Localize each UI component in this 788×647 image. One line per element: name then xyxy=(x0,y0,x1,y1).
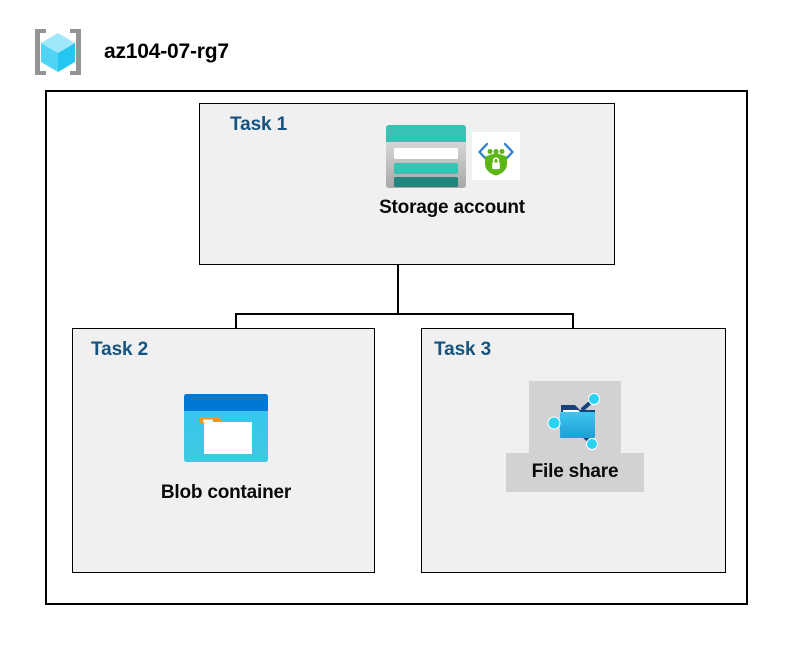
connector-storage-to-bus xyxy=(397,265,400,315)
blob-container-icon xyxy=(182,391,270,465)
resource-group-header: az104-07-rg7 xyxy=(30,26,229,78)
blob-container-caption: Blob container xyxy=(160,482,292,503)
resource-group-icon xyxy=(30,26,86,78)
file-share-caption: File share xyxy=(531,461,619,482)
storage-icon-row xyxy=(384,120,520,192)
private-link-shield-icon xyxy=(472,132,520,180)
task-box-3: Task 3 xyxy=(421,328,726,573)
node-file-share[interactable]: File share xyxy=(505,381,645,492)
node-blob-container[interactable]: Blob container xyxy=(161,391,291,504)
task-3-label: Task 3 xyxy=(434,339,492,360)
task-2-label: Task 2 xyxy=(91,339,149,360)
file-share-icon xyxy=(545,389,605,451)
storage-account-caption: Storage account xyxy=(379,197,525,218)
resource-group-title: az104-07-rg7 xyxy=(104,40,229,63)
task-1-label: Task 1 xyxy=(230,114,288,135)
file-share-icon-backdrop xyxy=(529,381,621,461)
task-box-2: Task 2 xyxy=(72,328,375,573)
connector-branch-bus xyxy=(235,313,574,316)
task-box-1: Task 1 xyxy=(199,103,615,265)
file-share-caption-backdrop: File share xyxy=(505,453,645,492)
storage-account-icon xyxy=(384,120,468,192)
node-storage-account[interactable]: Storage account xyxy=(352,120,552,219)
